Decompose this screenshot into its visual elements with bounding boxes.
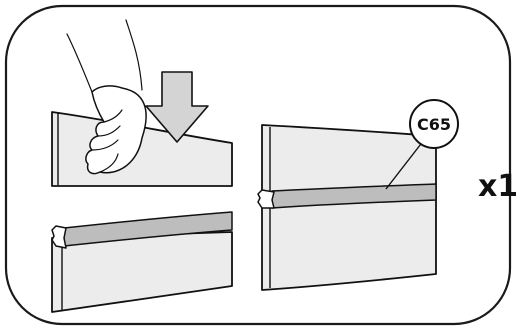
strip-clip-right: [258, 190, 274, 208]
part-code-label: C65: [417, 115, 451, 134]
assembled-panel-right: [258, 125, 436, 290]
quantity-label: x1: [478, 169, 516, 204]
